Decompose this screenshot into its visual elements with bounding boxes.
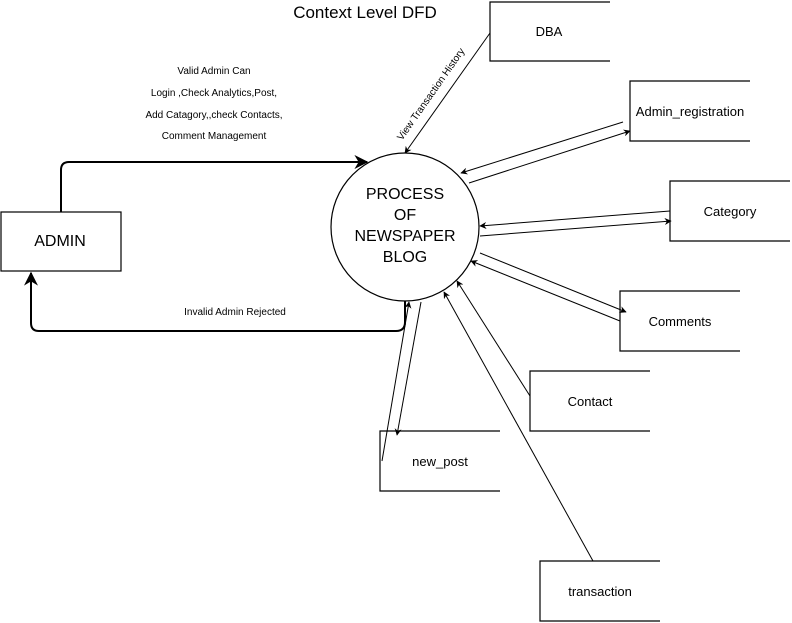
transaction-store[interactable]: transaction bbox=[539, 560, 660, 622]
admin-registration-outline bbox=[629, 80, 750, 142]
admin-label: ADMIN bbox=[34, 233, 86, 250]
transaction-label: transaction bbox=[568, 584, 632, 599]
dba-store-outline bbox=[489, 1, 610, 62]
flow-label-admin-can-2: Login ,Check Analytics,Post, bbox=[151, 88, 277, 99]
flow-label-admin-can-4: Comment Management bbox=[162, 131, 267, 142]
transaction-outline bbox=[539, 560, 660, 622]
admin-registration-label: Admin_registration bbox=[636, 104, 744, 119]
flow-process-to-comments[interactable] bbox=[479, 252, 627, 313]
contact-label: Contact bbox=[568, 394, 613, 409]
flow-label-dba-view: View Transaction History bbox=[395, 46, 467, 142]
process-label-line2: OF bbox=[394, 207, 416, 224]
flow-admin-registration-to-process[interactable] bbox=[460, 121, 624, 175]
dba-label: DBA bbox=[536, 24, 563, 39]
contact-outline bbox=[529, 370, 650, 432]
admin-registration-store[interactable]: Admin_registration bbox=[629, 80, 750, 142]
flow-transaction-to-process[interactable] bbox=[443, 291, 594, 562]
admin-box bbox=[0, 211, 122, 272]
flow-admin-to-process[interactable] bbox=[60, 155, 369, 212]
process-label-line1: PROCESS bbox=[366, 186, 444, 203]
process-label-line4: BLOG bbox=[383, 249, 427, 266]
flow-process-to-admin[interactable] bbox=[24, 271, 406, 332]
comments-label: Comments bbox=[649, 314, 712, 329]
flow-process-to-dba[interactable] bbox=[404, 32, 491, 154]
flow-process-to-new-post[interactable] bbox=[394, 301, 422, 436]
flow-comments-to-process[interactable] bbox=[470, 260, 621, 322]
flow-label-rejected: Invalid Admin Rejected bbox=[184, 307, 286, 318]
new-post-store[interactable]: new_post bbox=[379, 430, 500, 492]
process-circle bbox=[330, 152, 480, 302]
category-label: Category bbox=[704, 204, 757, 219]
flow-label-admin-can-1: Valid Admin Can bbox=[177, 66, 250, 77]
process-node[interactable]: PROCESS OF NEWSPAPER BLOG bbox=[330, 152, 480, 302]
flow-label-admin-can-3: Add Catagory,,check Contacts, bbox=[145, 110, 282, 121]
new-post-outline bbox=[379, 430, 500, 492]
flow-new-post-to-process[interactable] bbox=[381, 301, 412, 462]
category-store[interactable]: Category bbox=[669, 180, 790, 242]
process-label-line3: NEWSPAPER bbox=[354, 228, 455, 245]
contact-store[interactable]: Contact bbox=[529, 370, 650, 432]
new-post-label: new_post bbox=[412, 454, 468, 469]
flow-contact-to-process[interactable] bbox=[456, 280, 531, 397]
flow-category-to-process[interactable] bbox=[479, 210, 671, 229]
flow-process-to-admin-registration[interactable] bbox=[468, 129, 631, 184]
diagram-title: Context Level DFD bbox=[293, 3, 437, 22]
admin-entity[interactable]: ADMIN bbox=[0, 211, 122, 272]
comments-store[interactable]: Comments bbox=[619, 290, 740, 352]
dba-store[interactable]: DBA bbox=[489, 1, 610, 62]
flow-process-to-category[interactable] bbox=[479, 218, 672, 237]
